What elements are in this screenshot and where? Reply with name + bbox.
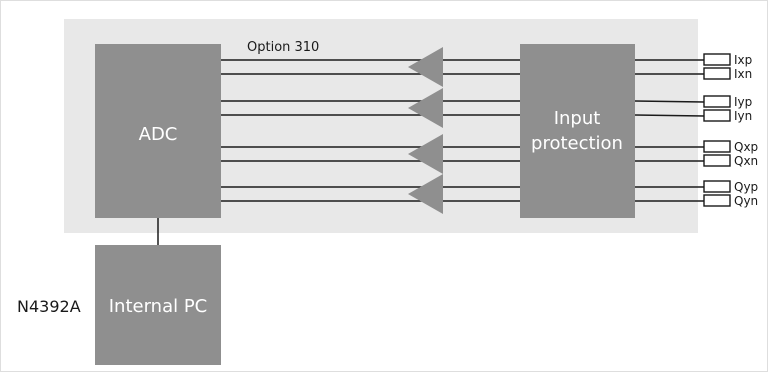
port-connector-iyn [703, 109, 731, 122]
amplifier-1 [408, 47, 443, 87]
port-label-iyn: Iyn [734, 109, 752, 123]
port-label-qyp: Qyp [734, 180, 758, 194]
signal-channels [221, 47, 705, 214]
port-connector-qyp [703, 180, 731, 193]
adc-label: ADC [139, 124, 178, 145]
port-connector-qxp [703, 140, 731, 153]
port-connector-ixn [703, 67, 731, 80]
input-line-iyn [634, 114, 705, 117]
port-connector-iyp [703, 95, 731, 108]
port-connector-ixp [703, 53, 731, 66]
port-label-ixn: Ixn [734, 67, 752, 81]
port-label-qxp: Qxp [734, 140, 758, 154]
input-protection-block [520, 44, 635, 218]
option-310-label: Option 310 [247, 40, 319, 55]
port-label-qxn: Qxn [734, 154, 758, 168]
internal-pc-block [95, 245, 221, 365]
amplifier-2 [408, 88, 443, 128]
amplifier-4 [408, 174, 443, 214]
port-label-ixp: Ixp [734, 53, 752, 67]
adc-block [95, 44, 221, 218]
internal-pc-label: Internal PC [109, 296, 208, 317]
input-protection-label-line1: Input [554, 108, 601, 129]
amplifier-3 [408, 134, 443, 174]
port-label-iyp: Iyp [734, 95, 752, 109]
model-label: N4392A [17, 297, 81, 316]
input-line-iyp [634, 100, 705, 103]
port-label-qyn: Qyn [734, 194, 758, 208]
port-connector-qyn [703, 194, 731, 207]
input-protection-label-line2: protection [531, 133, 623, 154]
port-connector-qxn [703, 154, 731, 167]
